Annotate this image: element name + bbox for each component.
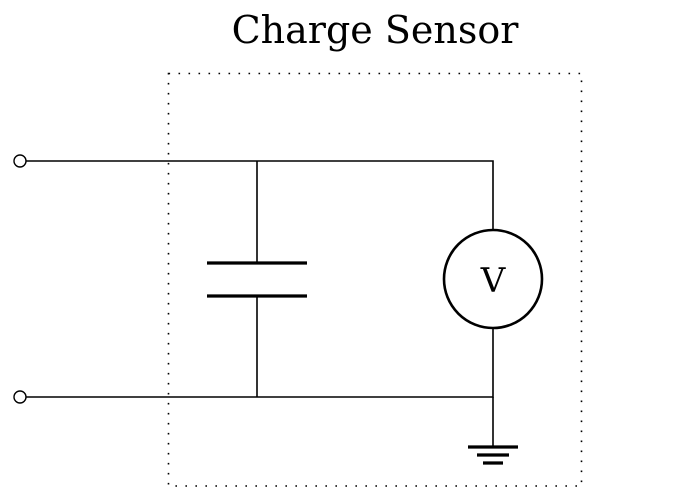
bottom-terminal[interactable] [13,390,27,404]
voltmeter: V [442,228,544,330]
voltmeter-label: V [480,261,507,301]
bottom-wire [26,328,494,398]
top-wire [26,160,494,230]
diagram-title: Charge Sensor [232,8,520,52]
top-terminal[interactable] [13,154,27,168]
capacitor [207,161,307,397]
voltmeter-circle [442,228,544,330]
ground-symbol [468,397,518,465]
